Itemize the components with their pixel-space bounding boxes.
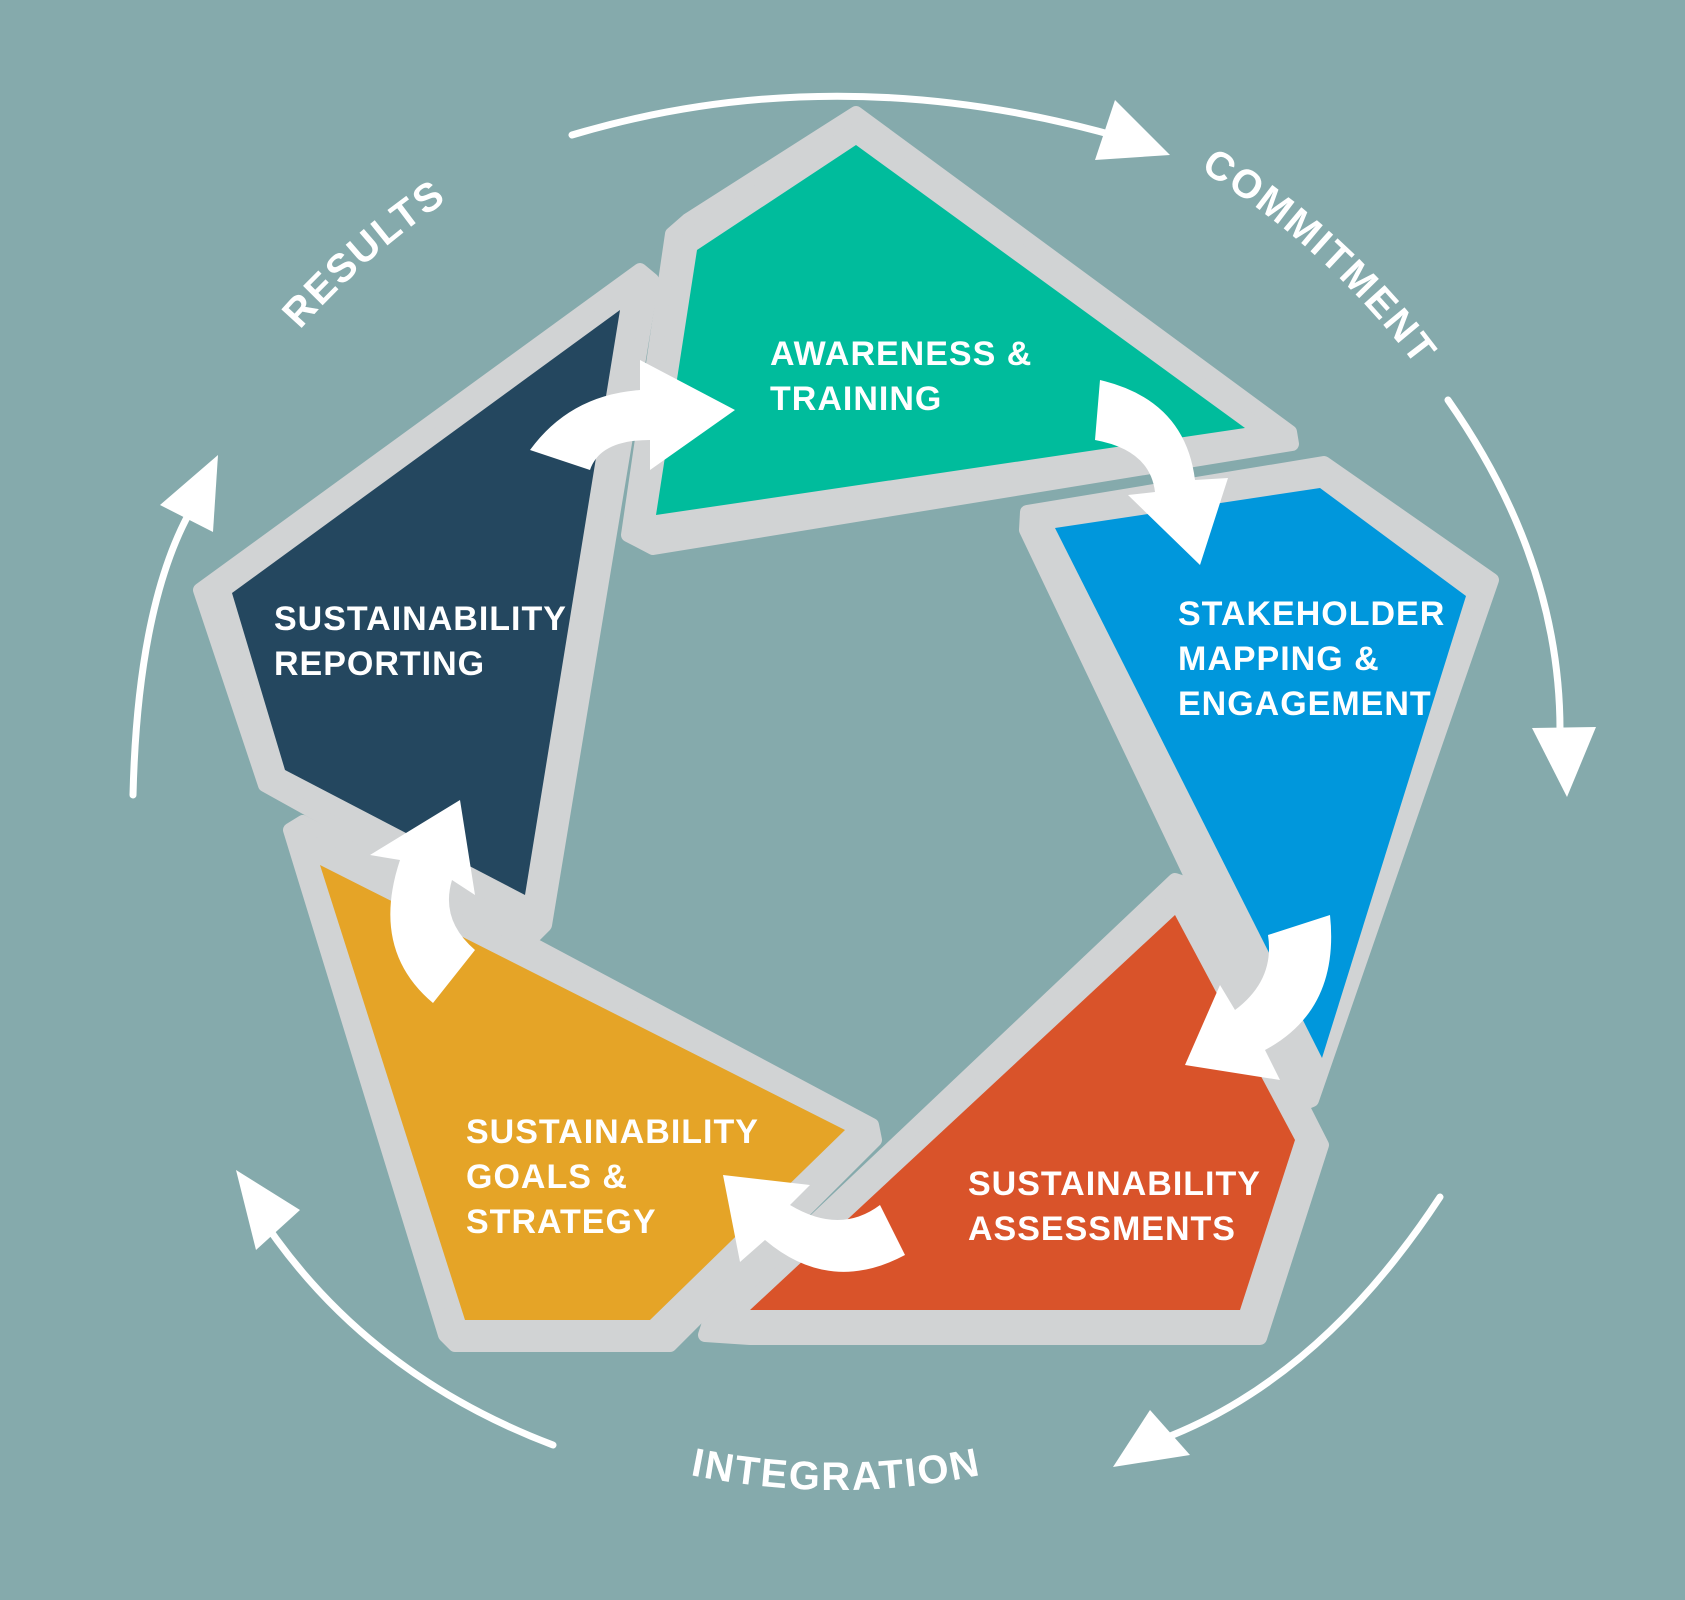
curved-arrow-icon: [1185, 915, 1332, 1080]
segment-stakeholder: [1019, 456, 1499, 1112]
integration-return-arrow-icon: [1156, 1193, 1444, 1444]
segment-reporting: [193, 263, 659, 942]
arrowhead-icon: [1113, 1410, 1190, 1467]
curved-arrow-icon: [1095, 380, 1228, 565]
connector-arrows: [370, 360, 1332, 1272]
awareness-label: AWARENESS & TRAINING: [770, 335, 1043, 418]
goals-label: SUSTAINABILITY GOALS & STRATEGY: [466, 1113, 769, 1241]
arrowhead-icon: [160, 455, 218, 532]
curved-arrow-icon: [370, 800, 475, 1003]
commitment-return-arrow-icon: [129, 491, 204, 799]
stakeholder-label: STAKEHOLDER MAPPING & ENGAGEMENT: [1178, 595, 1456, 723]
arrowhead-icon: [236, 1170, 300, 1250]
curved-arrow-icon: [723, 1175, 905, 1272]
outer-arrows: [129, 92, 1564, 1449]
integration-arrow-icon: [1444, 396, 1564, 734]
assessments-label: SUSTAINABILITY ASSESSMENTS: [968, 1165, 1271, 1248]
reporting-label: SUSTAINABILITY REPORTING: [274, 600, 577, 683]
curved-arrow-icon: [530, 360, 735, 470]
arrowhead-icon: [1532, 727, 1596, 797]
outer-arrowheads: [160, 100, 1596, 1467]
arrowhead-icon: [1095, 100, 1170, 160]
results-arrow-icon: [246, 1196, 557, 1449]
commitment-arrow-icon: [568, 92, 1134, 144]
